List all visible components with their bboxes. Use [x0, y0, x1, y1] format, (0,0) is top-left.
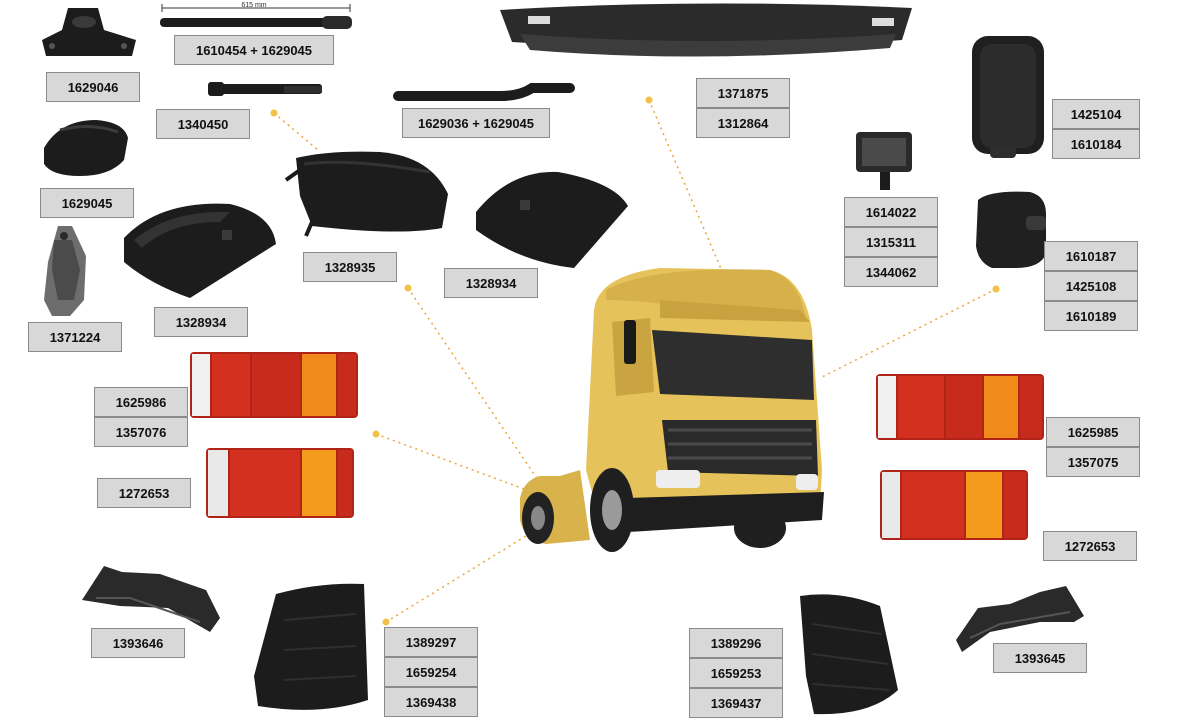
leader-dot: [645, 96, 653, 104]
part-number-label: 1344062: [844, 257, 938, 287]
part-number-label: 1371224: [28, 322, 122, 352]
part-number-label: 1369437: [689, 688, 783, 718]
clip-icon: [208, 82, 322, 96]
part-number-label: 1371875: [696, 78, 790, 108]
mirror-icon: [856, 132, 912, 190]
bracket-icon: [42, 8, 136, 56]
part-number-label: 1610184: [1052, 129, 1140, 159]
mudflap-bracket-icon: [956, 586, 1084, 652]
part-number-label: 1369438: [384, 687, 478, 717]
part-number-label: 1614022: [844, 197, 938, 227]
leader-dot: [270, 109, 278, 117]
part-number-label: 1629045: [40, 188, 134, 218]
leader-lines: [273, 99, 997, 623]
part-number-label: 1340450: [156, 109, 250, 139]
tail-lamp-icon: [206, 448, 354, 518]
leader-dot: [382, 618, 390, 626]
part-number-label: 1659254: [384, 657, 478, 687]
part-number-label: 1357076: [94, 417, 188, 447]
tail-lamp-icon: [880, 470, 1028, 540]
tail-lamp-icon: [876, 374, 1044, 440]
leader-dot: [992, 285, 1000, 293]
part-number-label: 1328935: [303, 252, 397, 282]
dimension-label: 615 mm: [241, 2, 266, 9]
mudflap-icon: [800, 594, 898, 715]
part-number-label: 1629046: [46, 72, 140, 102]
sun-visor-icon: [500, 3, 912, 57]
part-number-label: 1272653: [97, 478, 191, 508]
rod-icon: [160, 4, 352, 29]
part-number-label: 1393646: [91, 628, 185, 658]
part-number-label: 1610189: [1044, 301, 1138, 331]
part-number-label: 1610187: [1044, 241, 1138, 271]
mud-wing-icon: [476, 171, 628, 268]
part-number-label: 1425104: [1052, 99, 1140, 129]
part-number-label: 1357075: [1046, 447, 1140, 477]
truck-tractor-unit-icon: [520, 268, 824, 552]
mud-wing-icon: [284, 151, 448, 237]
part-number-label: 1328934: [154, 307, 248, 337]
tail-lamp-icon: [190, 352, 358, 418]
part-number-label: 1425108: [1044, 271, 1138, 301]
mudflap-icon: [254, 583, 368, 710]
part-number-label: 1393645: [993, 643, 1087, 673]
part-number-label: 1659253: [689, 658, 783, 688]
part-number-label: 1629036 + 1629045: [402, 108, 550, 138]
leader-dot: [404, 284, 412, 292]
part-number-label: 1312864: [696, 108, 790, 138]
mudflap-bracket-icon: [82, 566, 220, 632]
part-number-label: 1625986: [94, 387, 188, 417]
leader-dot: [372, 430, 380, 438]
rest-pad-icon: [44, 120, 128, 176]
part-number-label: 1272653: [1043, 531, 1137, 561]
bent-rod-icon: [393, 83, 575, 101]
part-number-label: 1389297: [384, 627, 478, 657]
mirror-icon: [972, 36, 1044, 158]
part-number-label: 1328934: [444, 268, 538, 298]
part-number-label: 1610454 + 1629045: [174, 35, 334, 65]
bracket-icon: [44, 226, 86, 316]
mud-wing-icon: [124, 203, 276, 298]
part-number-label: 1625985: [1046, 417, 1140, 447]
mirror-icon: [976, 191, 1046, 268]
part-number-label: 1389296: [689, 628, 783, 658]
part-number-label: 1315311: [844, 227, 938, 257]
